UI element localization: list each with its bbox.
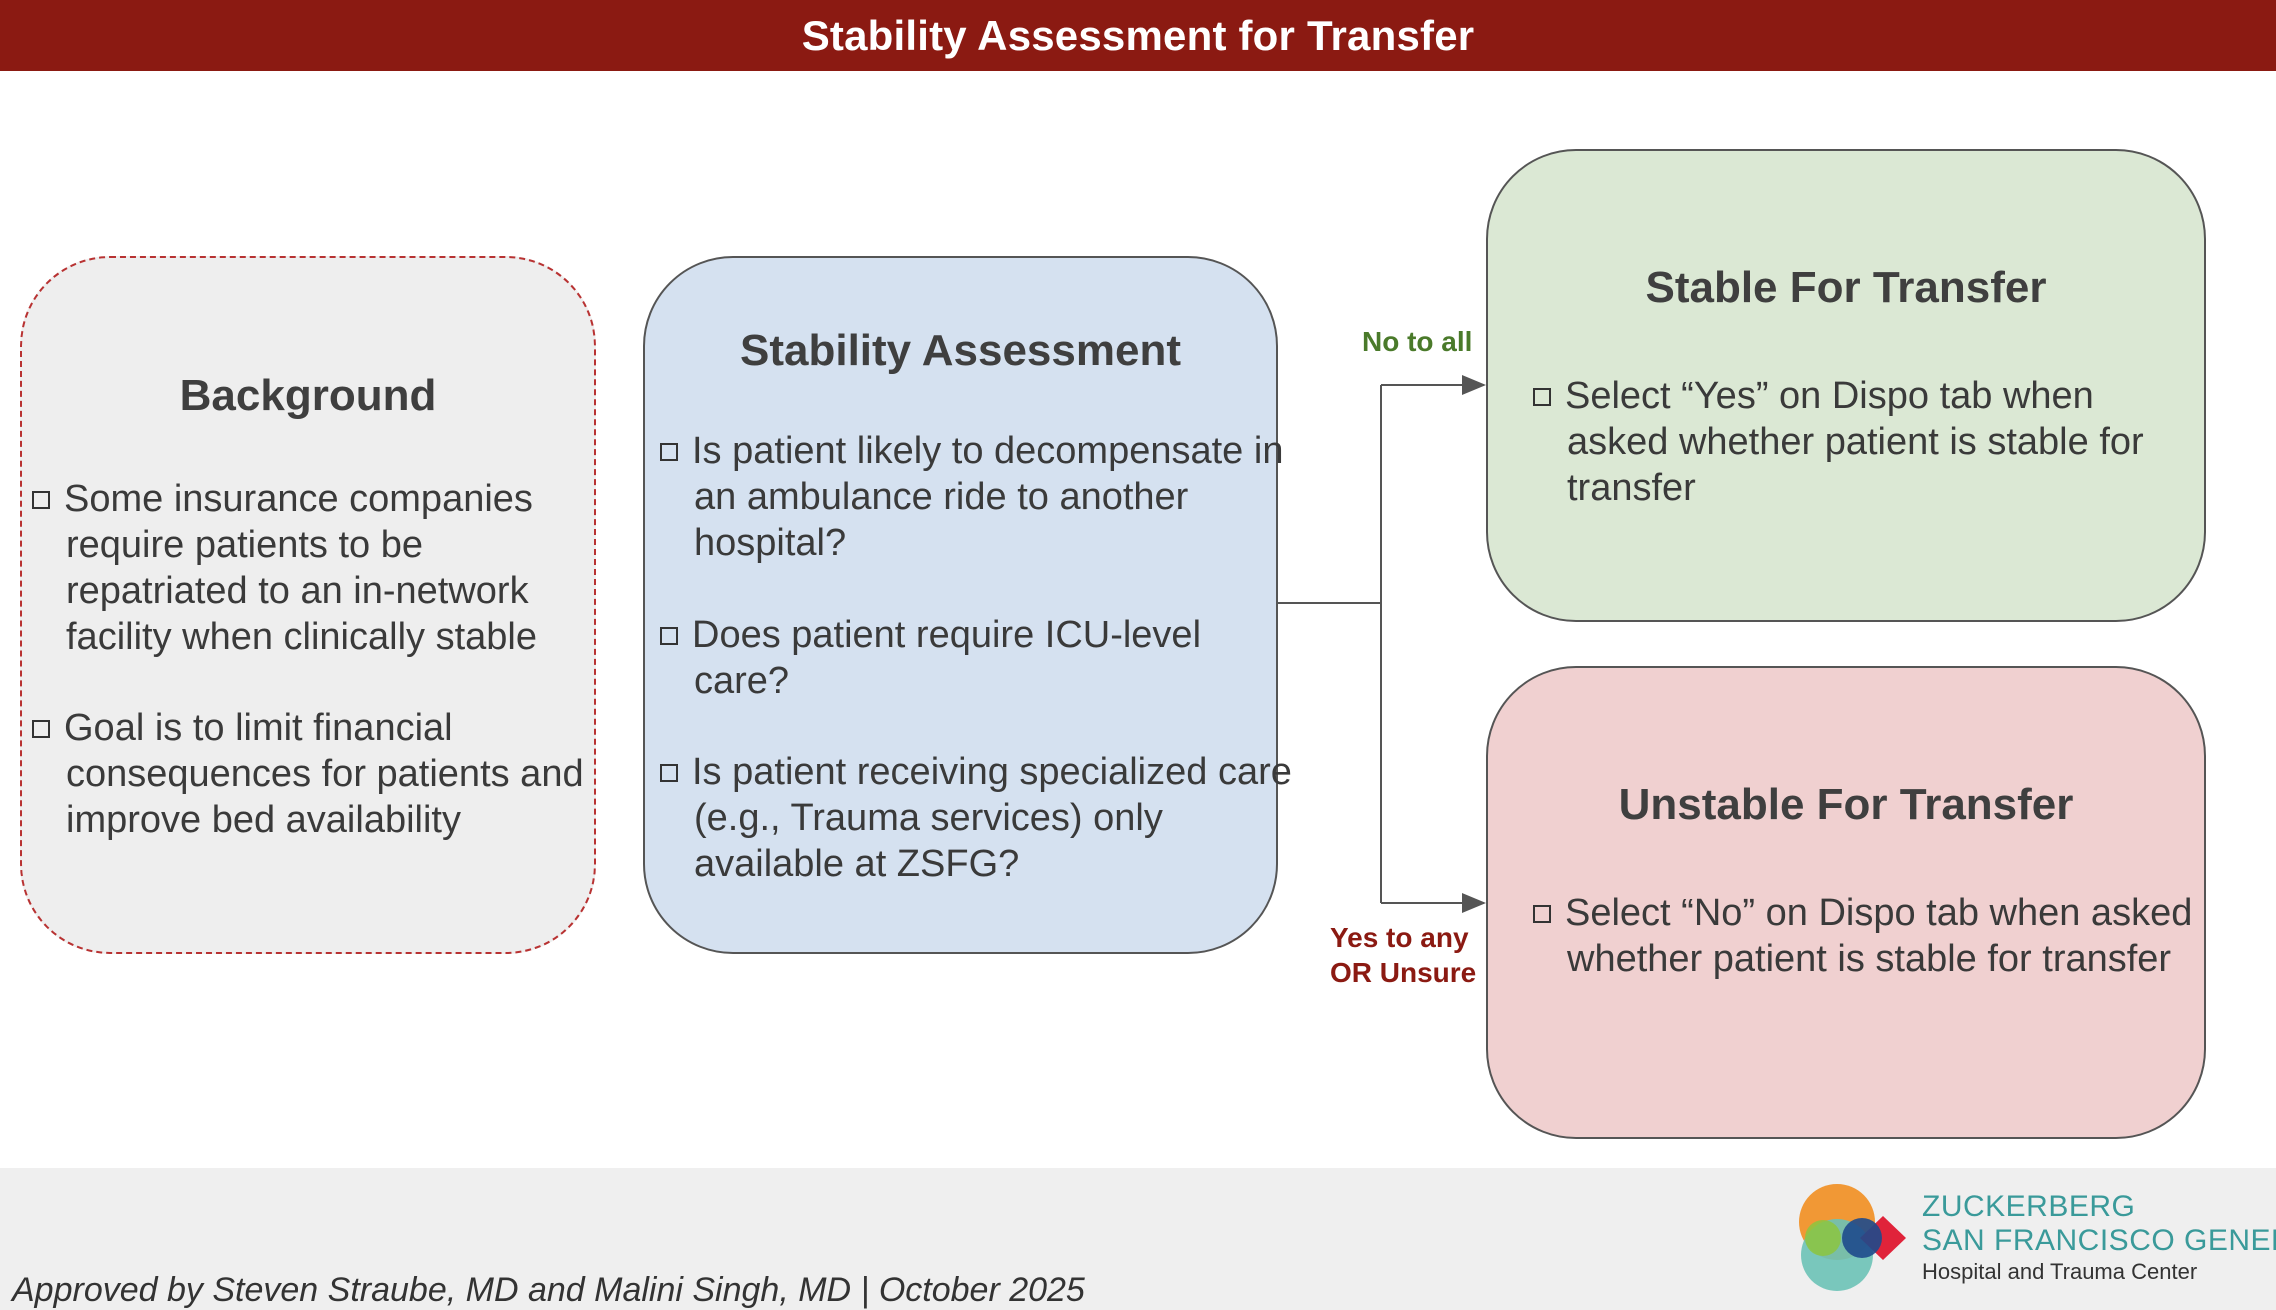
logo-line-3: Hospital and Trauma Center	[1922, 1259, 2198, 1284]
checkbox-icon	[660, 443, 678, 461]
yes-to-any-label: Yes to any	[1330, 922, 1469, 953]
unstable-item: Select “No” on Dispo tab when asked whet…	[1533, 890, 2197, 982]
assessment-item: Is patient likely to decompensate in an …	[660, 428, 1294, 566]
background-title: Background	[179, 371, 437, 420]
logo-line-1: ZUCKERBERG	[1922, 1190, 2136, 1223]
background-box: Background Some insurance companies requ…	[20, 256, 596, 954]
checkbox-icon	[1533, 388, 1551, 406]
unstable-title: Unstable For Transfer	[1618, 780, 2074, 829]
assessment-box: Stability Assessment Is patient likely t…	[643, 256, 1292, 954]
page-title: Stability Assessment for Transfer	[801, 11, 1475, 59]
no-to-all-label: No to all	[1362, 326, 1473, 357]
assessment-item: Does patient require ICU-level care?	[660, 612, 1294, 704]
assessment-title: Stability Assessment	[740, 326, 1181, 375]
unstable-box: Unstable For Transfer Select “No” on Dis…	[1486, 666, 2206, 1139]
background-item: Some insurance companies require patient…	[32, 476, 606, 660]
stable-item: Select “Yes” on Dispo tab when asked whe…	[1533, 373, 2197, 511]
logo-line-2: SAN FRANCISCO GENERAL	[1922, 1224, 2276, 1257]
checkbox-icon	[660, 764, 678, 782]
checkbox-icon	[660, 627, 678, 645]
or-unsure-label: OR Unsure	[1330, 957, 1477, 988]
assessment-item: Is patient receiving specialized care (e…	[660, 749, 1294, 887]
stable-title: Stable For Transfer	[1645, 263, 2047, 312]
checkbox-icon	[32, 491, 50, 509]
zsfg-logo-icon	[1799, 1184, 1906, 1291]
checkbox-icon	[1533, 905, 1551, 923]
header-bar: Stability Assessment for Transfer	[0, 0, 2276, 71]
stable-box: Stable For Transfer Select “Yes” on Disp…	[1486, 149, 2206, 622]
checkbox-icon	[32, 720, 50, 738]
background-item: Goal is to limit financial consequences …	[32, 705, 606, 843]
approval-text: Approved by Steven Straube, MD and Malin…	[12, 1271, 1085, 1309]
